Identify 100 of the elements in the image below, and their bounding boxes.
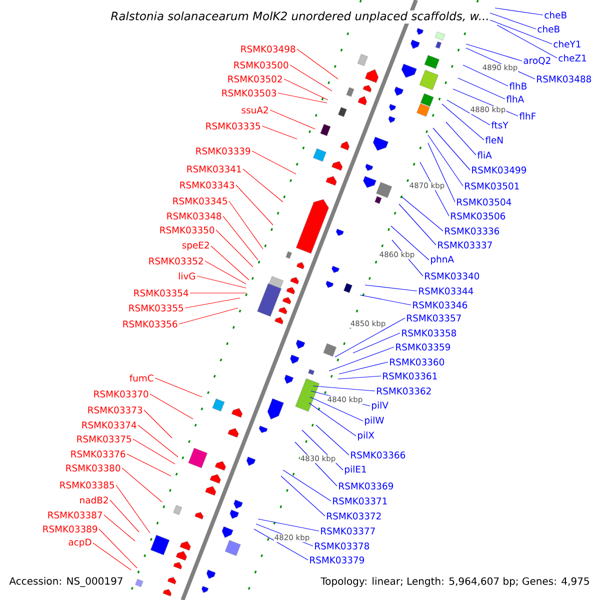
leader-line <box>352 332 400 354</box>
gene-label: fleN <box>485 136 503 144</box>
leader-line <box>92 542 132 570</box>
gene-label: nadB2 <box>80 496 108 504</box>
leader-line <box>490 20 552 44</box>
leader-line <box>398 204 436 246</box>
gene-label: RSMK03361 <box>383 372 437 380</box>
leader-line <box>278 92 328 104</box>
leader-line <box>328 346 394 372</box>
leader-line <box>428 134 464 186</box>
leader-line <box>116 484 150 534</box>
leader-line <box>258 518 320 532</box>
leader-line <box>316 424 350 456</box>
leader-line <box>296 48 338 80</box>
gene-label: ssuA2 <box>242 106 268 114</box>
leader-line <box>236 184 274 226</box>
leader-line <box>282 470 332 502</box>
leader-line <box>122 468 162 502</box>
leader-line <box>312 386 376 392</box>
gene-label: RSMK03506 <box>451 212 506 220</box>
leader-line <box>280 476 326 516</box>
gene-label: fliA <box>477 152 492 158</box>
leader-line <box>228 200 264 250</box>
gene-label: RSMK03501 <box>465 182 519 190</box>
gene-label: fumC <box>130 374 154 382</box>
leader-line <box>190 292 246 294</box>
gene-label: RSMK03343 <box>180 182 234 188</box>
gene-label: RSMK03355 <box>129 304 183 312</box>
gene-label: pilX <box>358 432 374 440</box>
gene-label: flhF <box>519 112 536 120</box>
gene-label: RSMK03499 <box>472 166 526 174</box>
leader-line <box>402 196 444 232</box>
leader-line <box>458 78 506 100</box>
gene-label: cheY1 <box>554 40 580 48</box>
gene-label: RSMK03389 <box>43 526 98 532</box>
leader-line <box>432 128 470 170</box>
gene-label: RSMK03362 <box>377 388 431 394</box>
footer-text: Accession: NS_000197 <box>9 577 122 587</box>
leader-line <box>360 294 412 306</box>
gene-label: pilV <box>372 402 388 410</box>
gene-label: RSMK03345 <box>173 198 227 204</box>
gene-label: RSMK03359 <box>396 344 450 350</box>
gene-label: flhB <box>509 82 526 90</box>
leader-line <box>178 308 238 324</box>
gene-label: RSMK03350 <box>160 226 214 234</box>
gene-label: flhA <box>506 96 524 102</box>
leader-line <box>222 216 258 260</box>
leader-line <box>290 64 332 92</box>
gene-label: RSMK03504 <box>457 198 512 206</box>
gene-label: RSMK03380 <box>66 464 120 472</box>
gene-label: RSMK03498 <box>241 46 296 52</box>
leader-line <box>254 528 308 560</box>
gene-label: RSMK03357 <box>407 314 461 322</box>
gene-label: RSMK03341 <box>187 166 241 172</box>
leader-line <box>308 402 356 436</box>
gene-label: livG <box>178 272 196 280</box>
gene-label: RSMK03344 <box>419 288 474 294</box>
gene-label: RSMK03340 <box>425 272 480 280</box>
gene-label: RSMK03369 <box>339 482 394 490</box>
gene-label: RSMK03339 <box>196 148 250 154</box>
gene-label: RSMK03372 <box>327 512 381 520</box>
leader-line <box>132 438 176 464</box>
gene-label: RSMK03335 <box>206 122 260 130</box>
gene-label: phnA <box>431 256 454 264</box>
leader-line <box>310 396 364 422</box>
leader-line <box>252 150 296 174</box>
gene-label: RSMK03370 <box>94 390 148 398</box>
leader-line <box>490 12 536 30</box>
leader-line <box>216 230 254 268</box>
leader-line <box>338 376 382 380</box>
gene-label: RSMK03376 <box>71 450 126 458</box>
gene-label: RSMK03348 <box>167 212 222 220</box>
leader-line <box>126 454 172 476</box>
gene-label: RSMK03488 <box>537 76 592 82</box>
leader-line <box>494 8 544 16</box>
gene-label: RSMK03374 <box>82 422 136 428</box>
gene-label: RSMK03502 <box>228 76 282 82</box>
gene-label: RSMK03366 <box>351 452 406 458</box>
gene-label: cheB <box>544 11 566 19</box>
leader-line <box>242 168 284 202</box>
leader-line <box>446 122 476 156</box>
gene-label: RSMK03385 <box>60 482 114 488</box>
gene-label: RSMK03387 <box>48 512 102 518</box>
gene-label: RSMK03375 <box>77 436 131 442</box>
leader-line <box>144 410 172 438</box>
gene-label: RSMK03377 <box>321 528 375 534</box>
leader-line <box>210 246 250 280</box>
gene-label: RSMK03378 <box>315 542 370 550</box>
leader-line <box>442 104 484 140</box>
gene-label: RSMK03336 <box>445 228 500 234</box>
leader-line <box>110 500 140 532</box>
leader-line <box>204 260 246 284</box>
leader-line <box>138 424 178 458</box>
gene-label: RSMK03371 <box>333 498 387 504</box>
leader-line <box>466 44 522 62</box>
gene-label: pilE1 <box>345 466 366 474</box>
gene-label: RSMK03379 <box>310 556 364 564</box>
leader-line <box>364 284 418 292</box>
gene-label: cheZ1 <box>558 54 586 62</box>
leader-line <box>104 514 136 542</box>
